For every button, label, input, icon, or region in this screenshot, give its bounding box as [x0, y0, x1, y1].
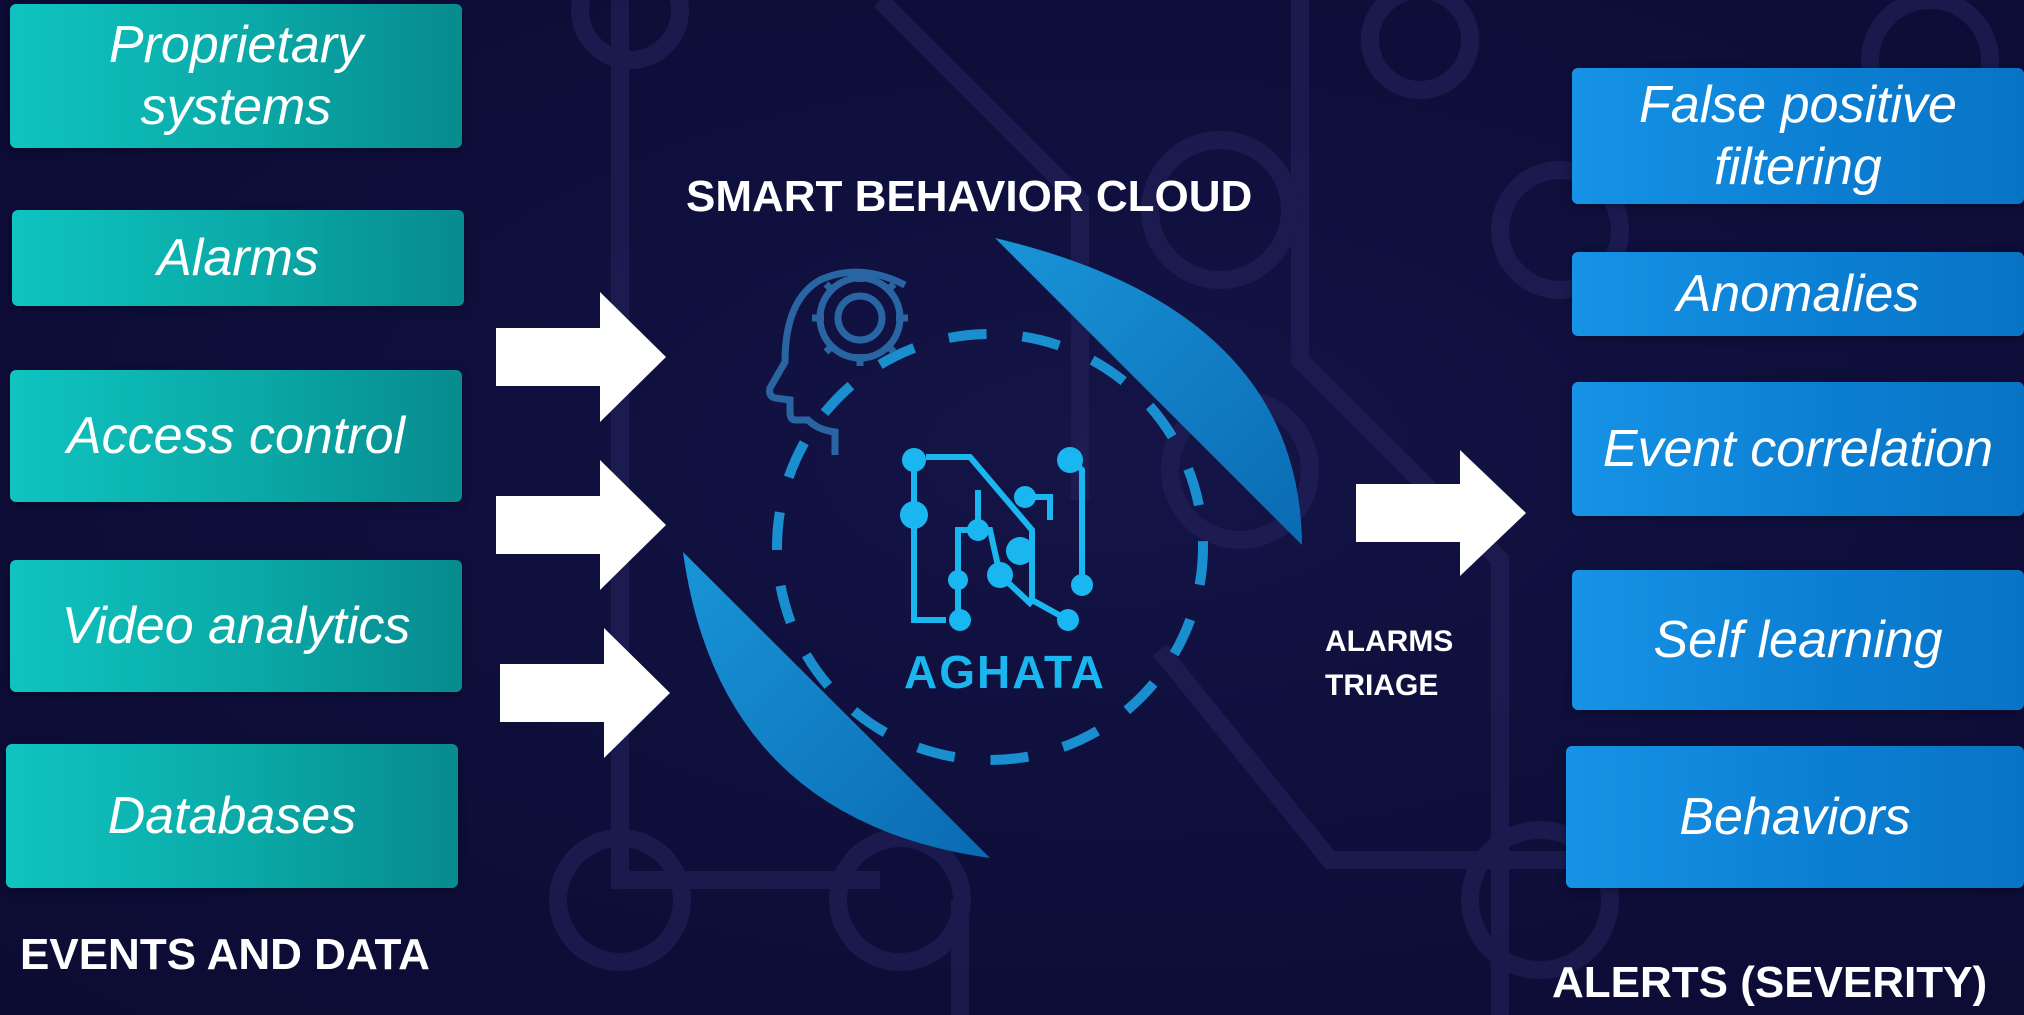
alert-box-behaviors: Behaviors	[1566, 746, 2024, 888]
head-gear-icon	[766, 268, 908, 455]
right-heading: ALERTS (SEVERITY)	[1552, 958, 1988, 1007]
lens-top-right	[995, 238, 1302, 545]
right-arrow-icon	[496, 460, 666, 590]
lens-bottom-left	[683, 552, 990, 858]
source-box-alarms: Alarms	[12, 210, 464, 306]
dashed-ring	[772, 329, 1208, 765]
alert-box-event-correlation: Event correlation	[1572, 382, 2024, 516]
alert-box-self-learning: Self learning	[1572, 570, 2024, 710]
aghata-logo-nodes	[900, 447, 1093, 631]
aghata-circuit-logo-icon	[911, 454, 1085, 623]
right-arrow-icon	[500, 628, 670, 758]
source-box-proprietary-systems: Proprietary systems	[10, 4, 462, 148]
source-box-access-control: Access control	[10, 370, 462, 502]
source-box-video-analytics: Video analytics	[10, 560, 462, 692]
alert-box-false-positive-filtering: False positive filtering	[1572, 68, 2024, 204]
right-arrow-icon	[1356, 450, 1526, 576]
alert-box-anomalies: Anomalies	[1572, 252, 2024, 336]
left-heading: EVENTS AND DATA	[20, 930, 430, 979]
logo-text: AGHATA	[904, 646, 1106, 698]
center-title: SMART BEHAVIOR CLOUD	[686, 172, 1253, 221]
right-arrow-icon	[496, 292, 666, 422]
alarms-triage-label: ALARMS TRIAGE	[1325, 625, 1454, 702]
source-box-databases: Databases	[6, 744, 458, 888]
